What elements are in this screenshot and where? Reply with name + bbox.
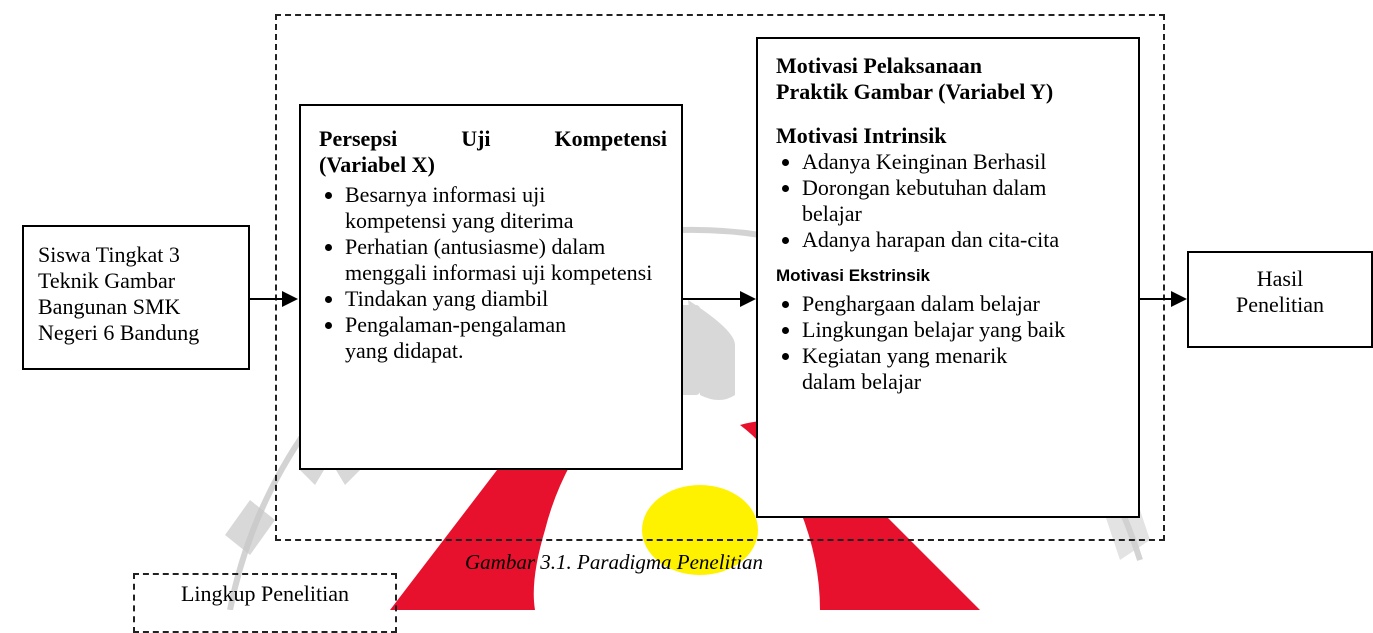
- intrinsic-item: Adanya Keinginan Berhasil: [776, 149, 1128, 175]
- variable-x-item: Tindakan yang diambil: [319, 286, 667, 312]
- student-subject-box: Siswa Tingkat 3 Teknik Gambar Bangunan S…: [22, 225, 250, 370]
- flow-arrows: [250, 291, 1187, 307]
- intrinsic-list: Adanya Keinginan Berhasil Dorongan kebut…: [776, 149, 1128, 253]
- research-result-line: Hasil: [1256, 266, 1304, 291]
- figure-caption: Gambar 3.1. Paradigma Penelitian: [465, 550, 764, 574]
- student-subject-line: Teknik Gambar: [38, 268, 176, 293]
- research-result-line: Penelitian: [1236, 292, 1324, 317]
- student-subject-line: Negeri 6 Bandung: [38, 320, 200, 345]
- intrinsic-item: Adanya harapan dan cita-cita: [776, 227, 1128, 253]
- variable-x-heading: Persepsi Uji Kompetensi: [319, 126, 667, 152]
- intrinsic-heading: Motivasi Intrinsik: [776, 123, 947, 148]
- variable-x-item: Pengalaman-pengalaman yang didapat.: [319, 312, 605, 364]
- legend-label: Lingkup Penelitian: [180, 581, 350, 606]
- extrinsic-item: Penghargaan dalam belajar: [776, 291, 1128, 317]
- extrinsic-heading: Motivasi Ekstrinsik: [776, 266, 931, 285]
- student-subject-line: Siswa Tingkat 3: [38, 242, 180, 267]
- variable-x-list: Besarnya informasi uji kompetensi yang d…: [319, 182, 667, 364]
- legend-scope-box: Lingkup Penelitian: [133, 573, 397, 633]
- arrow-y-to-result-head: [1171, 291, 1187, 307]
- variable-x-box: Persepsi Uji Kompetensi (Variabel X) Bes…: [299, 104, 683, 470]
- arrow-input-to-x-head: [282, 291, 298, 307]
- extrinsic-item: Kegiatan yang menarik dalam belajar: [776, 343, 1042, 395]
- variable-x-subheading: (Variabel X): [319, 152, 435, 177]
- variable-x-item: Besarnya informasi uji kompetensi yang d…: [319, 182, 605, 234]
- variable-x-heading-word: Persepsi: [319, 126, 398, 151]
- extrinsic-item: Lingkungan belajar yang baik: [776, 317, 1128, 343]
- student-subject-line: Bangunan SMK: [38, 294, 181, 319]
- variable-x-item: Perhatian (antusiasme) dalam menggali in…: [319, 234, 675, 286]
- variable-x-heading-word: Kompetensi: [554, 126, 667, 151]
- variable-y-title: Praktik Gambar (Variabel Y): [776, 79, 1054, 104]
- variable-x-heading-word: Uji: [461, 126, 491, 151]
- research-result-box: Hasil Penelitian: [1187, 251, 1373, 348]
- intrinsic-item: Dorongan kebutuhan dalam belajar: [776, 175, 1082, 227]
- variable-y-title: Motivasi Pelaksanaan: [776, 53, 982, 78]
- research-scope-frame: [275, 14, 1165, 541]
- arrow-x-to-y-head: [740, 291, 756, 307]
- extrinsic-list: Penghargaan dalam belajar Lingkungan bel…: [776, 291, 1128, 395]
- variable-y-box: Motivasi Pelaksanaan Praktik Gambar (Var…: [756, 37, 1140, 518]
